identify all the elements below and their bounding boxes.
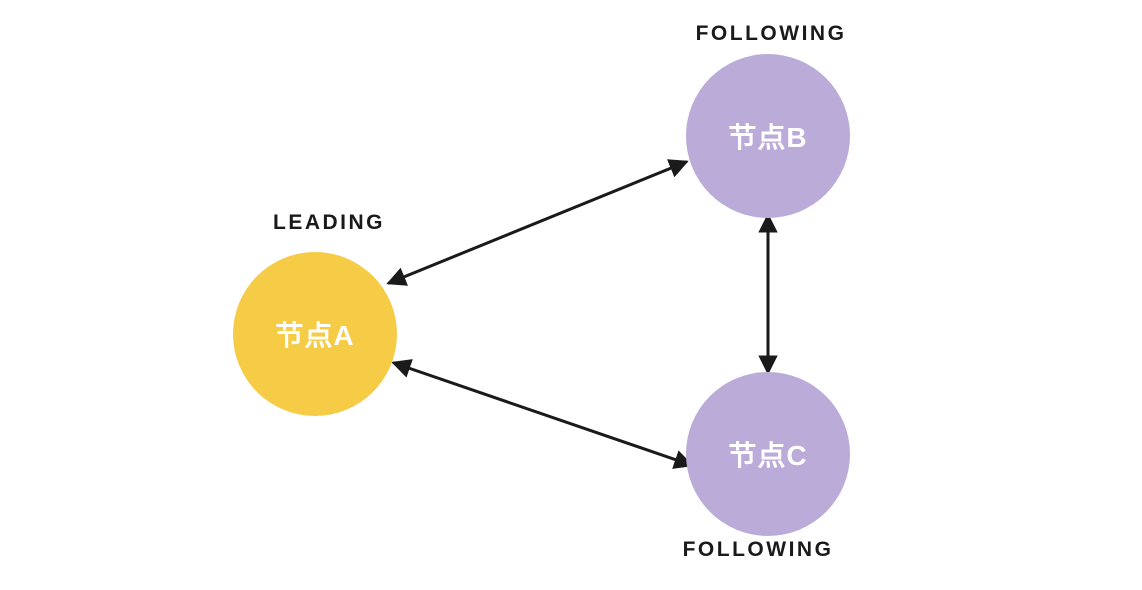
role-label-leading-a: LEADING: [273, 211, 385, 234]
node-a-circle: 节点A: [233, 252, 397, 416]
edge-a-b-bidirectional-arrow: [386, 159, 689, 286]
node-b-circle: 节点B: [686, 54, 850, 218]
node-c-circle: 节点C: [686, 372, 850, 536]
role-label-following-b: FOLLOWING: [695, 22, 847, 45]
role-label-following-c: FOLLOWING: [682, 538, 834, 561]
node-b-label: 节点B: [728, 122, 808, 153]
node-c-label: 节点C: [728, 440, 808, 471]
edge-a-c-bidirectional-arrow: [391, 359, 694, 469]
node-a-label: 节点A: [275, 320, 355, 351]
